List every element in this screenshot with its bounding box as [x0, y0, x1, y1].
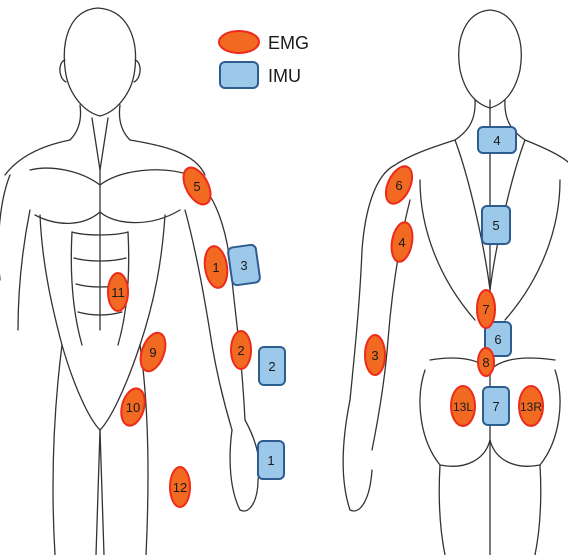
imu-label: 6 — [494, 332, 501, 347]
emg-label: 4 — [398, 235, 405, 250]
emg-label: 8 — [482, 355, 489, 370]
emg-label: 11 — [111, 285, 125, 300]
imu-sensor: 4 — [478, 127, 516, 153]
imu-label: 3 — [240, 258, 247, 273]
emg-sensor: 8 — [478, 348, 494, 376]
imu-sensor: 1 — [258, 441, 284, 479]
emg-label: 7 — [482, 302, 489, 317]
back-imu-sensors: 4 5 6 7 — [478, 127, 516, 425]
imu-sensor: 5 — [482, 206, 510, 244]
back-body-figure — [343, 10, 568, 555]
emg-sensor: 13L — [451, 386, 475, 426]
emg-sensor: 7 — [477, 290, 495, 328]
imu-sensor: 2 — [259, 347, 285, 385]
legend-emg-icon — [219, 31, 259, 53]
emg-sensor: 3 — [365, 335, 385, 375]
emg-label: 2 — [237, 343, 244, 358]
emg-sensor: 4 — [389, 221, 416, 264]
imu-label: 1 — [267, 453, 274, 468]
emg-sensor: 11 — [108, 273, 128, 311]
imu-label: 4 — [493, 133, 500, 148]
imu-label: 7 — [492, 399, 499, 414]
emg-sensor: 12 — [170, 467, 190, 507]
emg-label: 5 — [193, 179, 200, 194]
emg-label: 10 — [126, 400, 140, 415]
emg-label: 1 — [212, 260, 219, 275]
imu-label: 5 — [492, 218, 499, 233]
emg-label: 12 — [173, 480, 187, 495]
emg-sensor: 2 — [231, 331, 251, 369]
emg-label: 13R — [520, 400, 542, 414]
legend-imu-icon — [220, 62, 258, 88]
imu-sensor: 7 — [483, 387, 509, 425]
imu-label: 2 — [268, 359, 275, 374]
imu-sensor: 3 — [227, 244, 260, 286]
emg-label: 6 — [395, 178, 402, 193]
legend: EMG IMU — [219, 31, 309, 88]
emg-label: 13L — [453, 400, 473, 414]
emg-sensor: 1 — [202, 245, 230, 290]
emg-sensor: 9 — [136, 329, 170, 374]
emg-label: 3 — [371, 348, 378, 363]
emg-sensor: 5 — [178, 163, 216, 209]
emg-label: 9 — [149, 345, 156, 360]
back-emg-sensors: 6 4 3 7 8 13L 13R — [365, 162, 543, 426]
emg-sensor: 13R — [519, 386, 543, 426]
legend-emg-label: EMG — [268, 33, 309, 53]
legend-imu-label: IMU — [268, 66, 301, 86]
emg-sensor: 6 — [381, 162, 418, 208]
